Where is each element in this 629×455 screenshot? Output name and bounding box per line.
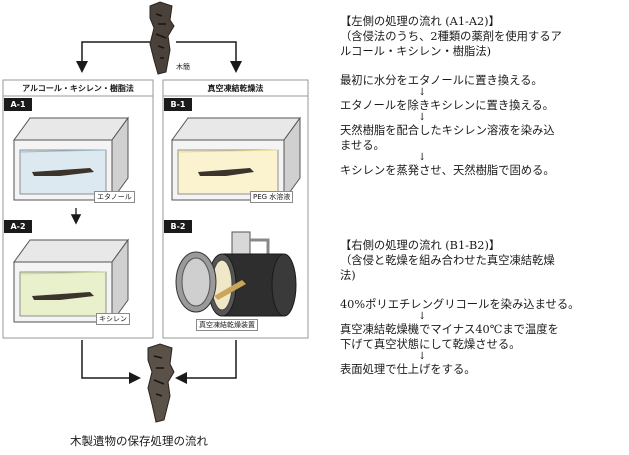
flow-left-step-2: エタノールを除きキシレンに置き換える。 <box>340 99 554 112</box>
down-arrow-icon: ↓ <box>418 112 427 123</box>
flow-right-step-3: 表面処理で仕上げをする。 <box>340 363 476 376</box>
wooden-tablet-label: 木簡 <box>176 63 190 71</box>
caption-peg: PEG 水溶液 <box>250 191 294 203</box>
step-b1-badge: B-1 <box>164 98 192 111</box>
flow-left-heading: 【左側の処理の流れ (A1-A2)】 <box>340 15 500 28</box>
step-a1-badge: A-1 <box>4 98 32 111</box>
flow-right-step-2a: 真空凍結乾燥機でマイナス40℃まで温度を <box>340 323 559 336</box>
flow-right-section: 【右側の処理の流れ (B1-B2)】 （含侵と乾燥を組み合わせた真空凍結乾燥 法… <box>340 238 579 377</box>
flow-left-step-1: 最初に水分をエタノールに置き換える。 <box>340 74 543 87</box>
left-panel-title: アルコール・キシレン・樹脂法 <box>22 84 134 93</box>
tank-xylene <box>13 238 129 324</box>
tank-ethanol <box>13 116 129 202</box>
flow-left-section: 【左側の処理の流れ (A1-A2)】 （含侵法のうち、2種類の薬剤を使用するア … <box>340 14 562 178</box>
down-arrow-icon: ↓ <box>418 351 427 362</box>
down-arrow-icon: ↓ <box>418 311 427 322</box>
flow-left-note-2: ルコール・キシレン・樹脂法) <box>340 45 492 58</box>
diagram-caption: 木製遺物の保存処理の流れ <box>70 434 208 448</box>
flow-right-heading: 【右側の処理の流れ (B1-B2)】 <box>340 239 501 252</box>
flow-right-note-1: （含侵と乾燥を組み合わせた真空凍結乾燥 <box>340 254 555 267</box>
flow-left-note-1: （含侵法のうち、2種類の薬剤を使用するア <box>340 30 562 43</box>
flow-right-note-2: 法) <box>340 269 356 282</box>
down-arrow-icon: ↓ <box>418 87 427 98</box>
caption-xylene: キシレン <box>96 313 130 325</box>
vacuum-freeze-dryer-icon <box>175 231 297 317</box>
flow-left-step-4: キシレンを蒸発させ、天然樹脂で固める。 <box>340 164 555 177</box>
right-panel-title: 真空凍結乾燥法 <box>207 84 264 93</box>
flow-arrow-left-bottom <box>81 340 141 384</box>
flow-right-step-2b: 下げて真空状態にして乾燥させる。 <box>340 338 521 351</box>
wooden-tablet-top-icon <box>149 1 175 75</box>
down-arrow-icon: ↓ <box>418 152 427 163</box>
flow-arrow-right-bottom <box>175 340 237 384</box>
step-b2-badge: B-2 <box>164 220 192 233</box>
flow-left-step-3b: ませる。 <box>340 139 385 152</box>
step-a2-badge: A-2 <box>4 220 32 233</box>
caption-vacuum-dryer: 真空凍結乾燥装置 <box>196 319 258 331</box>
flow-left-step-3a: 天然樹脂を配合したキシレン溶液を染み込 <box>340 124 555 137</box>
tank-peg <box>171 116 301 202</box>
flow-arrow-right-top <box>176 41 242 73</box>
flow-right-step-1: 40%ポリエチレングリコールを染み込ませる。 <box>340 298 580 311</box>
wooden-tablet-bottom-icon <box>147 343 175 423</box>
caption-ethanol: エタノール <box>94 191 135 203</box>
flow-arrow-left-top <box>76 41 150 73</box>
